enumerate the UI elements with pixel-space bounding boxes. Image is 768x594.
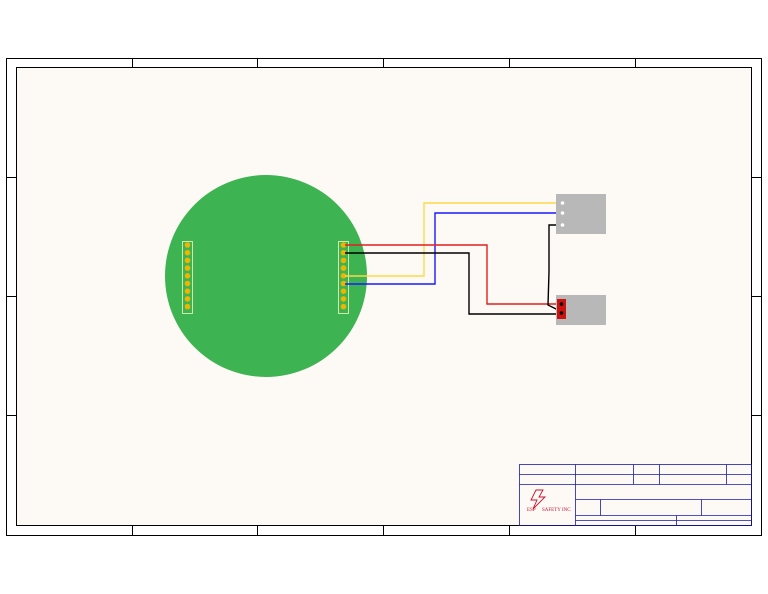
right-pin-header[interactable] bbox=[338, 241, 349, 314]
left-header-pin-3[interactable] bbox=[184, 257, 191, 264]
blue-wire[interactable] bbox=[345, 212, 562, 285]
yellow-wire[interactable] bbox=[345, 202, 562, 277]
left-header-pin-1[interactable] bbox=[184, 242, 191, 248]
left-header-pin-8[interactable] bbox=[184, 296, 191, 302]
left-header-pin-9[interactable] bbox=[184, 303, 191, 310]
wire-harness bbox=[345, 202, 563, 315]
left-header-pin-5[interactable] bbox=[184, 273, 191, 279]
logo-text-right: SAFETY INC bbox=[542, 508, 571, 513]
red-wire[interactable] bbox=[345, 244, 562, 305]
company-logo: ESP SAFETY INC bbox=[527, 489, 571, 513]
black-wire[interactable] bbox=[345, 252, 562, 315]
left-header-pin-6[interactable] bbox=[184, 280, 191, 287]
left-header-pin-7[interactable] bbox=[184, 288, 191, 295]
zone-ticks-right bbox=[752, 177, 761, 416]
right-header-pin-5[interactable] bbox=[340, 273, 347, 279]
logo-text-left: ESP bbox=[527, 508, 536, 513]
right-header-pin-1[interactable] bbox=[340, 242, 347, 248]
pcb-board[interactable] bbox=[165, 175, 367, 377]
right-header-pin-9[interactable] bbox=[340, 303, 347, 310]
right-header-pin-6[interactable] bbox=[340, 280, 347, 287]
zone-ticks-top bbox=[132, 58, 636, 67]
right-header-pin-3[interactable] bbox=[340, 257, 347, 264]
jumper-wire[interactable] bbox=[547, 224, 563, 313]
right-header-pin-2[interactable] bbox=[340, 249, 347, 256]
left-header-pin-2[interactable] bbox=[184, 249, 191, 256]
title-block bbox=[519, 464, 752, 526]
right-header-pin-8[interactable] bbox=[340, 296, 347, 302]
right-header-pin-4[interactable] bbox=[340, 265, 347, 271]
connector-top[interactable] bbox=[556, 194, 606, 234]
left-header-pin-4[interactable] bbox=[184, 265, 191, 271]
zone-ticks-bottom bbox=[132, 526, 636, 535]
left-pin-header[interactable] bbox=[182, 241, 193, 314]
zone-ticks-left bbox=[6, 177, 16, 416]
right-header-pin-7[interactable] bbox=[340, 288, 347, 295]
connector-bottom[interactable] bbox=[556, 295, 606, 325]
drawing-area bbox=[16, 67, 752, 526]
